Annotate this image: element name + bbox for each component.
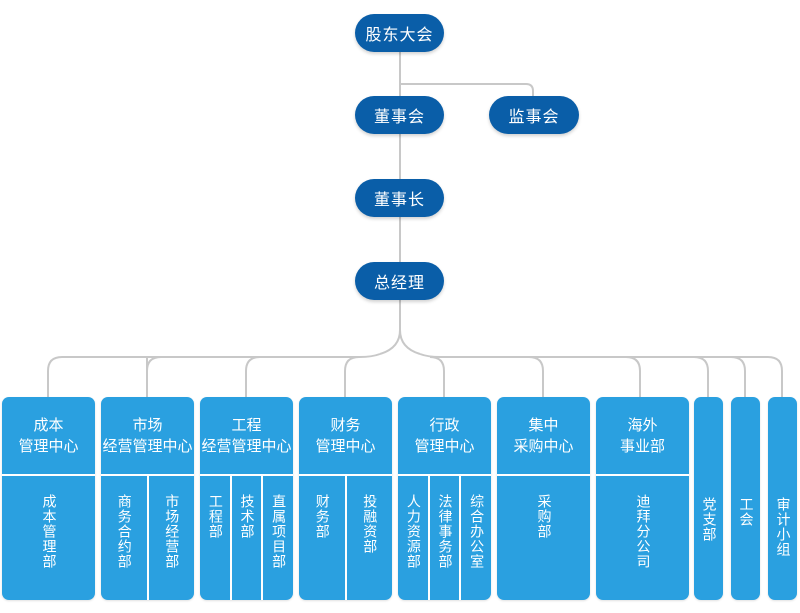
- sub-department: 财务部: [313, 494, 330, 539]
- dept-cost-management-center: 成本管理中心 成本管理部: [2, 397, 95, 600]
- drop-9-curve: [730, 356, 746, 372]
- sub-department: 人力资源部: [404, 494, 421, 569]
- bus-right: [419, 353, 783, 397]
- general-manager-node: 总经理: [355, 262, 444, 300]
- drop-2-curve: [146, 356, 162, 372]
- dept-administration-center: 行政管理中心 人力资源部 法律事务部 综合办公室: [398, 397, 491, 600]
- dept-title-line: 管理中心: [315, 436, 376, 455]
- chairman-node: 董事长: [355, 179, 444, 217]
- unit-label: 工会: [737, 497, 754, 527]
- dept-header: 行政管理中心: [398, 397, 491, 476]
- drop-7-curve: [625, 356, 641, 372]
- sub-department: 综合办公室: [468, 494, 485, 569]
- sub-department: 迪拜分公司: [634, 494, 651, 569]
- dept-title-line: 管理中心: [18, 436, 79, 455]
- unit-label: 审计小组: [774, 497, 791, 557]
- dept-finance-management-center: 财务管理中心 财务部 投融资部: [299, 397, 392, 600]
- dept-title-line: 经营管理中心: [102, 436, 193, 455]
- split-left: [379, 329, 401, 355]
- shareholders-meeting-node: 股东大会: [355, 14, 444, 52]
- dept-header: 海外事业部: [596, 397, 689, 476]
- split-right: [399, 329, 421, 355]
- unit-label: 党支部: [700, 497, 717, 542]
- dept-title-line: 经营管理中心: [201, 436, 292, 455]
- board-of-directors-node: 董事会: [355, 96, 444, 134]
- drop-3-curve: [245, 356, 261, 372]
- drop-4-curve: [344, 356, 360, 372]
- dept-title-line: 工程: [231, 415, 262, 434]
- sub-department: 采购部: [535, 494, 552, 539]
- bus-left: [47, 353, 381, 397]
- dept-title-line: 事业部: [619, 436, 665, 455]
- labor-union-unit: 工会: [731, 397, 760, 600]
- dept-header: 财务管理中心: [299, 397, 392, 476]
- sub-department: 投融资部: [361, 494, 378, 554]
- party-branch-unit: 党支部: [694, 397, 723, 600]
- dept-title-line: 成本: [33, 415, 64, 434]
- dept-header: 市场经营管理中心: [101, 397, 194, 476]
- sub-department: 工程部: [206, 494, 223, 539]
- drop-8-curve: [693, 356, 709, 372]
- dept-engineering-operation-center: 工程经营管理中心 工程部 技术部 直属项目部: [200, 397, 293, 600]
- dept-title-line: 管理中心: [414, 436, 475, 455]
- board-of-supervisors-node: 监事会: [489, 96, 579, 134]
- drop-5-curve: [429, 356, 445, 372]
- dept-title-line: 财务: [330, 415, 361, 434]
- dept-title-line: 行政: [429, 415, 460, 434]
- dept-title-line: 采购中心: [513, 436, 574, 455]
- dept-procurement-center: 集中采购中心 采购部: [497, 397, 590, 600]
- sub-department: 直属项目部: [270, 494, 287, 569]
- dept-header: 工程经营管理中心: [200, 397, 293, 476]
- sub-department: 商务合约部: [115, 494, 132, 569]
- drop-6-curve: [528, 356, 544, 372]
- dept-header: 成本管理中心: [2, 397, 95, 476]
- dept-title-line: 海外: [627, 415, 658, 434]
- dept-market-operation-center: 市场经营管理中心 商务合约部 市场经营部: [101, 397, 194, 600]
- sub-department: 法律事务部: [436, 494, 453, 569]
- branch-supervisors: [400, 83, 534, 98]
- sub-department: 成本管理部: [40, 494, 57, 569]
- dept-header: 集中采购中心: [497, 397, 590, 476]
- dept-title-line: 集中: [528, 415, 559, 434]
- sub-department: 市场经营部: [163, 494, 180, 569]
- audit-group-unit: 审计小组: [768, 397, 797, 600]
- dept-overseas-division: 海外事业部 迪拜分公司: [596, 397, 689, 600]
- sub-department: 技术部: [238, 494, 255, 539]
- dept-title-line: 市场: [132, 415, 163, 434]
